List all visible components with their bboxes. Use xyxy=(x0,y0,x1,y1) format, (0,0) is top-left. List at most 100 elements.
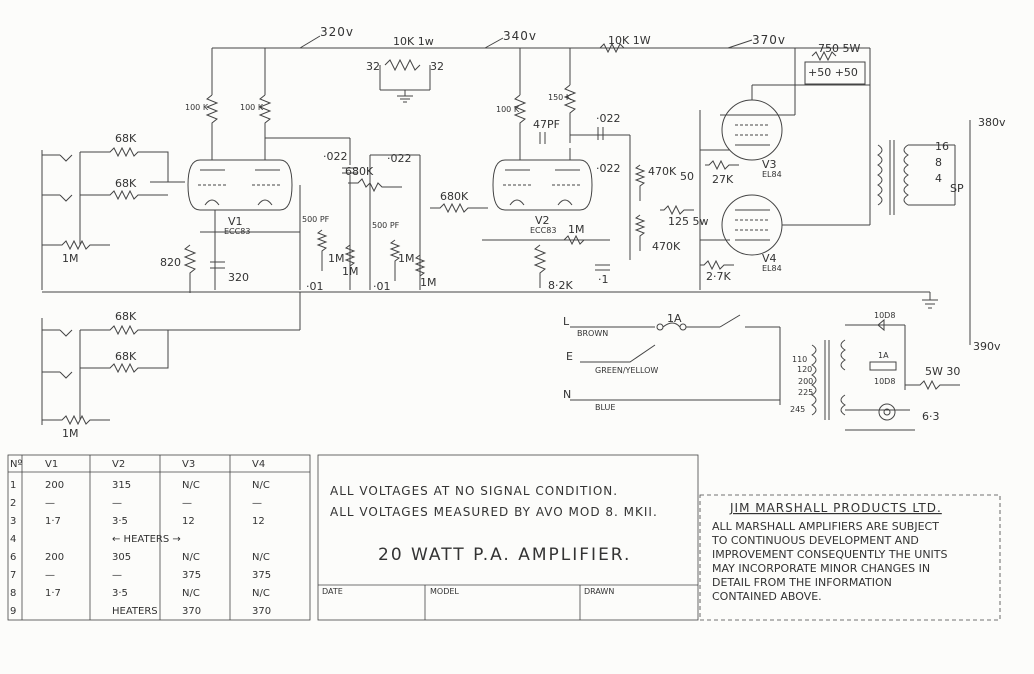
label-2-7k: 2·7K xyxy=(706,270,731,283)
label-ot-sp: SP xyxy=(950,182,964,195)
resistor-68k-1 xyxy=(80,146,169,182)
rail-pointer-340 xyxy=(484,37,504,49)
pot-1m-b xyxy=(344,244,356,267)
label-470k-b: 470K xyxy=(652,240,681,253)
resistor-470k-a xyxy=(634,164,646,201)
label-pot1m-b: 1M xyxy=(342,265,359,278)
table-cell: N/C xyxy=(182,588,200,599)
label-c022-v1: ·022 xyxy=(323,150,348,163)
resistor-470k-b xyxy=(634,214,646,251)
label-c500pf-b: 500 PF xyxy=(372,221,400,230)
resistor-10k-1w-a xyxy=(384,58,421,72)
table-cell: N/C xyxy=(182,552,200,563)
mains-e: E xyxy=(566,350,573,363)
v1-tube-icon xyxy=(187,150,293,211)
table-header-cell: V1 xyxy=(45,459,58,470)
table-cell: — xyxy=(112,570,122,581)
ground-icon xyxy=(397,90,413,103)
cap-block-50-50 xyxy=(804,61,866,85)
table-cell: — xyxy=(252,498,262,509)
earth-wire xyxy=(580,344,656,363)
fuse-icon xyxy=(662,322,681,328)
v3-label: V3 xyxy=(762,158,777,171)
table-cell: 370 xyxy=(252,606,271,617)
table-cell: 370 xyxy=(182,606,201,617)
label-c022-v2: ·022 xyxy=(596,162,621,175)
label-470k-a: 470K xyxy=(648,165,677,178)
resistor-125-5w xyxy=(660,204,694,216)
resistor-1m-in1 xyxy=(42,239,110,251)
table-cell: 1·7 xyxy=(45,588,61,599)
fuse-label: 1A xyxy=(667,312,682,325)
heater-label: 6·3 xyxy=(922,410,940,423)
resistor-750-5w xyxy=(811,50,837,62)
fuse-icon xyxy=(656,323,664,331)
table-cell: N/C xyxy=(252,552,270,563)
switch-icon xyxy=(719,314,741,328)
v3-type: EL84 xyxy=(762,170,782,179)
label-c022-b: ·022 xyxy=(387,152,412,165)
table-cell: 375 xyxy=(182,570,201,581)
mains-transformer-icon xyxy=(811,324,910,420)
note-line-1: ALL VOLTAGES AT NO SIGNAL CONDITION. xyxy=(330,484,618,498)
label-68k-3: 68K xyxy=(115,310,137,323)
label-c1: ·1 xyxy=(598,273,609,286)
label-c022-top: ·022 xyxy=(596,112,621,125)
resistor-150k xyxy=(563,84,577,143)
v4-type: EL84 xyxy=(762,264,782,273)
diode-icon xyxy=(877,318,885,332)
label-680k-b: 680K xyxy=(440,190,469,203)
table-cell: 1·7 xyxy=(45,516,61,527)
table-cell: 1 xyxy=(10,480,16,491)
rail-label-320: 320v xyxy=(320,25,354,39)
resistor-27k xyxy=(705,159,739,171)
resistor-2-7k xyxy=(700,259,734,271)
label-680k-a: 680K xyxy=(345,165,374,178)
v2-label: V2 xyxy=(535,214,550,227)
diode-label-1: 10D8 xyxy=(874,311,895,320)
disclaimer-box xyxy=(699,494,1001,621)
rail-label-370: 370v xyxy=(752,33,786,47)
table-cell: N/C xyxy=(252,480,270,491)
disclaimer-line: MAY INCORPORATE MINOR CHANGES IN xyxy=(712,562,930,575)
tap-225: 225 xyxy=(798,388,813,397)
v4-tube-icon xyxy=(721,194,870,256)
table-cell: 6 xyxy=(10,552,16,563)
resistor-68k-4 xyxy=(80,330,169,374)
rail-label-380: 380v xyxy=(978,116,1006,129)
mains-e-colour: GREEN/YELLOW xyxy=(595,366,658,375)
resistor-100k-b xyxy=(258,94,272,153)
label-1m-v2: 1M xyxy=(568,223,585,236)
resistor-68k-2 xyxy=(80,189,168,201)
date-field-label: DATE xyxy=(322,587,343,596)
notes-box xyxy=(317,454,699,621)
pilot-lamp-icon xyxy=(883,408,891,416)
table-cell: 200 xyxy=(45,480,64,491)
table-header-cell: V3 xyxy=(182,459,195,470)
resistor-820 xyxy=(183,244,197,293)
resistor-1m-in2 xyxy=(42,414,110,426)
resistor-68k-3 xyxy=(80,324,168,336)
label-27k: 27K xyxy=(712,173,734,186)
table-cell: 2 xyxy=(10,498,16,509)
disclaimer-line: DETAIL FROM THE INFORMATION xyxy=(712,576,892,589)
table-cell: ← HEATERS → xyxy=(112,534,181,545)
drawing-title: 20 WATT P.A. AMPLIFIER. xyxy=(378,545,631,565)
fuse-icon xyxy=(679,323,687,331)
disclaimer-line: CONTAINED ABOVE. xyxy=(712,590,822,603)
label-pot1m-c: 1M xyxy=(398,252,415,265)
tap-120: 120 xyxy=(797,365,812,374)
table-cell: 375 xyxy=(252,570,271,581)
pot-1m-d xyxy=(414,254,426,277)
fuse2-icon xyxy=(869,361,897,371)
table-cell: N/C xyxy=(252,588,270,599)
input-jacks-bottom xyxy=(41,318,81,425)
label-10k-1w-a: 10K 1w xyxy=(393,35,434,48)
resistor-680k-b xyxy=(430,202,488,214)
rail-pointer-320 xyxy=(299,35,321,49)
table-cell: 9 xyxy=(10,606,16,617)
ground-icon xyxy=(922,292,938,309)
label-68k-2: 68K xyxy=(115,177,137,190)
pilot-lamp-icon xyxy=(878,403,896,421)
